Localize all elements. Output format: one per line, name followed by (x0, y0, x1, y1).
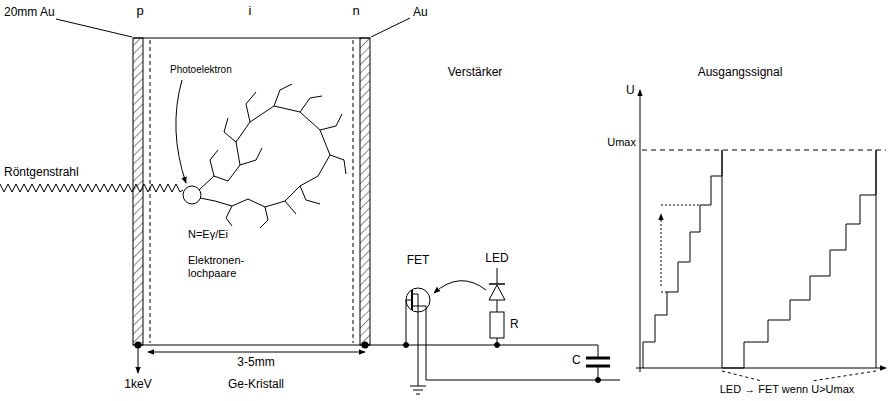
track-branch (246, 92, 256, 122)
axis-label: Umax (607, 136, 636, 149)
note-label: LED → FET wenn U>Umax (720, 383, 855, 396)
zone-label: p (136, 4, 143, 19)
axis-label: U (626, 84, 635, 98)
track-branch (224, 118, 236, 142)
track-branch (274, 84, 292, 106)
carrier-label: Elektronen- lochpaare (188, 254, 270, 279)
component-label: R (510, 318, 519, 332)
ground-symbol (410, 386, 426, 387)
interaction-point (183, 186, 201, 204)
led-symbol (489, 285, 505, 300)
track-branch (320, 114, 342, 130)
component-label: FET (407, 254, 430, 268)
track-branch (240, 148, 262, 165)
track-branch (300, 186, 320, 204)
beam-label: Röntgenstrahl (4, 166, 79, 180)
track-branch (330, 155, 346, 174)
dimension-arrow (148, 352, 365, 353)
track-branch (285, 201, 296, 214)
output-chart (636, 90, 886, 381)
xray-wave (0, 184, 183, 192)
electron-track (199, 84, 346, 228)
leader-arrow (176, 80, 186, 183)
amplifier-circuit (365, 268, 620, 394)
track-branch (226, 206, 232, 226)
layer-label: 20mm Au (4, 6, 55, 20)
ge-crystal (133, 38, 370, 345)
section-title: Ausgangssignal (698, 66, 783, 80)
callout-label: Photoelektron (170, 64, 232, 76)
part-label: Ge-Kristall (228, 378, 284, 392)
layer-label: Au (413, 6, 428, 20)
leader-line (56, 19, 132, 37)
staircase-signal (643, 150, 722, 368)
staircase-signal (722, 150, 876, 368)
zone-label: n (352, 4, 359, 19)
track-branch (210, 150, 218, 176)
leader-line (371, 18, 410, 37)
component-label: LED (485, 252, 508, 266)
bias-arrow (138, 345, 139, 373)
dimension-label: 3-5mm (237, 356, 274, 370)
formula-label: N=Eγ/Ei (188, 228, 228, 241)
track-branch (300, 96, 322, 112)
section-title: Verstärker (448, 66, 503, 80)
voltage-label: 1keV (124, 378, 151, 392)
component-label: C (572, 354, 581, 368)
resistor-symbol (490, 312, 504, 338)
track-branch (260, 207, 268, 228)
track-branch (199, 106, 330, 207)
zone-label: i (249, 4, 252, 19)
